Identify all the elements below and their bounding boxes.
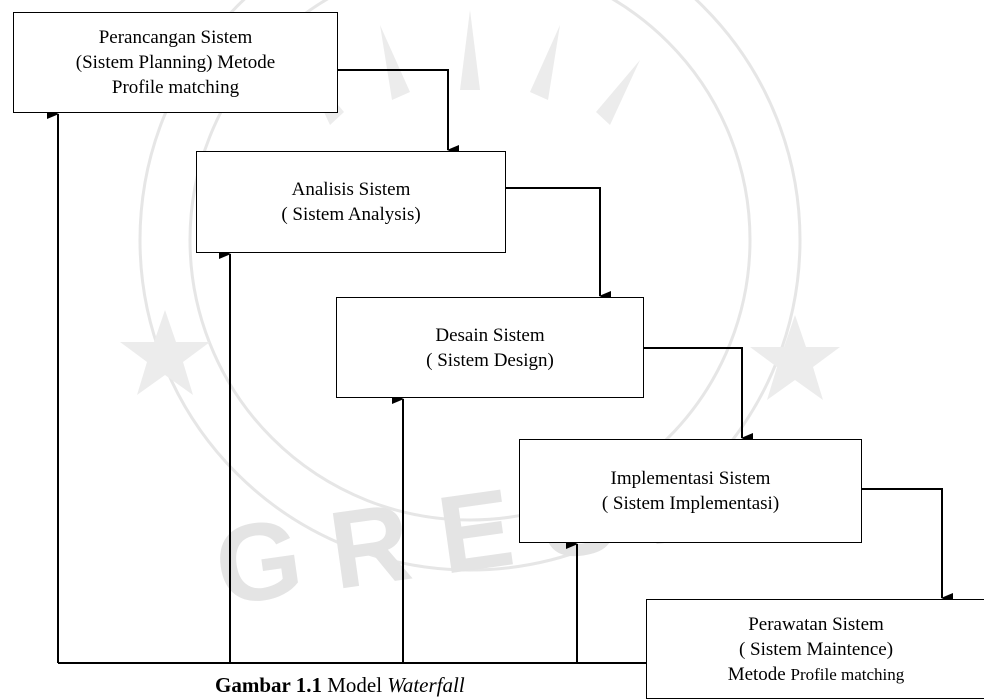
stage-perawatan-box: Perawatan Sistem ( Sistem Maintence) Met… bbox=[646, 599, 984, 699]
stage-perawatan-profile: Profile matching bbox=[790, 665, 905, 684]
arrow-planning-to-analysis bbox=[338, 69, 459, 155]
stage-perencanaan-box: Perancangan Sistem (Sistem Planning) Met… bbox=[13, 12, 338, 113]
stage-perencanaan-line-2: (Sistem Planning) Metode bbox=[75, 52, 276, 73]
stage-perawatan-line-2: ( Sistem Maintence) bbox=[738, 639, 894, 660]
caption-label: Gambar 1.1 bbox=[215, 673, 322, 697]
caption-text: Model bbox=[327, 673, 383, 697]
stage-perawatan-line-1: Perawatan Sistem bbox=[748, 614, 884, 635]
stage-desain-line-2: ( Sistem Design) bbox=[426, 349, 554, 371]
stage-desain-line-1: Desain Sistem bbox=[435, 324, 545, 346]
caption-emphasis: Waterfall bbox=[387, 673, 465, 697]
arrow-analysis-to-design bbox=[506, 187, 611, 301]
stage-perawatan-metode: Metode bbox=[727, 664, 786, 685]
stage-analisis-line-1: Analisis Sistem bbox=[291, 179, 411, 200]
stage-implementasi-line-2: ( Sistem Implementasi) bbox=[601, 493, 780, 514]
stage-perencanaan-line-3: Profile matching bbox=[111, 77, 240, 98]
stage-analisis-box: Analisis Sistem ( Sistem Analysis) bbox=[196, 151, 506, 253]
arrow-implementation-to-maintenance bbox=[862, 488, 953, 603]
stage-perawatan-line-3: Metode Profile matching bbox=[728, 662, 905, 687]
stage-analisis-line-2: ( Sistem Analysis) bbox=[281, 204, 421, 225]
stage-implementasi-box: Implementasi Sistem ( Sistem Implementas… bbox=[519, 439, 862, 543]
figure-caption: Gambar 1.1 Model Waterfall bbox=[215, 673, 465, 697]
arrow-design-to-implementation bbox=[644, 347, 753, 443]
stage-implementasi-line-1: Implementasi Sistem bbox=[610, 468, 771, 489]
stage-desain-box: Desain Sistem ( Sistem Design) bbox=[336, 297, 644, 398]
stage-perencanaan-line-1: Perancangan Sistem bbox=[98, 27, 253, 48]
